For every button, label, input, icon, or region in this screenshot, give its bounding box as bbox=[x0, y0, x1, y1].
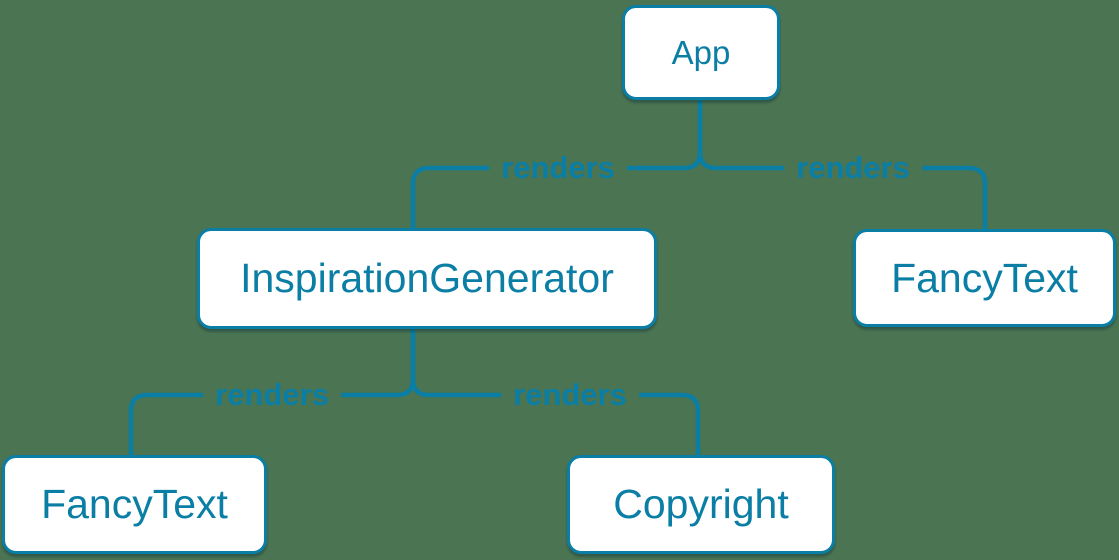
tree-node-inspirationgenerator: InspirationGenerator bbox=[197, 228, 657, 329]
node-label: Copyright bbox=[613, 481, 789, 527]
tree-node-copyright: Copyright bbox=[567, 455, 835, 554]
node-label: InspirationGenerator bbox=[240, 255, 614, 301]
node-label: FancyText bbox=[41, 481, 228, 527]
node-label: FancyText bbox=[891, 254, 1078, 301]
edge-label-renders: renders bbox=[501, 377, 639, 413]
edge-label-renders: renders bbox=[489, 150, 627, 186]
tree-node-app: App bbox=[622, 5, 780, 100]
edge-label-renders: renders bbox=[784, 150, 922, 186]
tree-node-fancytext-top: FancyText bbox=[853, 229, 1116, 327]
tree-node-fancytext-bottom: FancyText bbox=[2, 455, 267, 554]
node-label: App bbox=[671, 33, 731, 71]
edge-label-renders: renders bbox=[203, 377, 341, 413]
